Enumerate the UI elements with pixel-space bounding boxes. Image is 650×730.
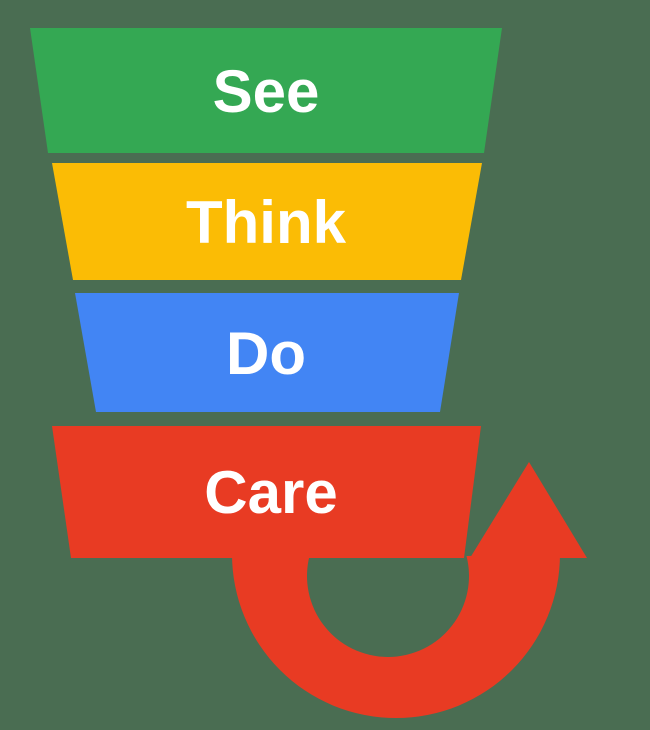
loop-arrow-ring	[232, 554, 560, 719]
funnel-stage-think-label: Think	[186, 189, 347, 256]
funnel-stage-do-label: Do	[226, 320, 306, 387]
funnel-stage-think	[52, 163, 482, 280]
funnel-stage-care-label: Care	[204, 459, 337, 526]
loop-arrow-head	[470, 462, 587, 558]
funnel-stage-do	[75, 293, 459, 412]
funnel-stage-see	[30, 28, 502, 153]
funnel-stage-care	[52, 426, 481, 558]
funnel-stage-see-label: See	[213, 58, 320, 125]
